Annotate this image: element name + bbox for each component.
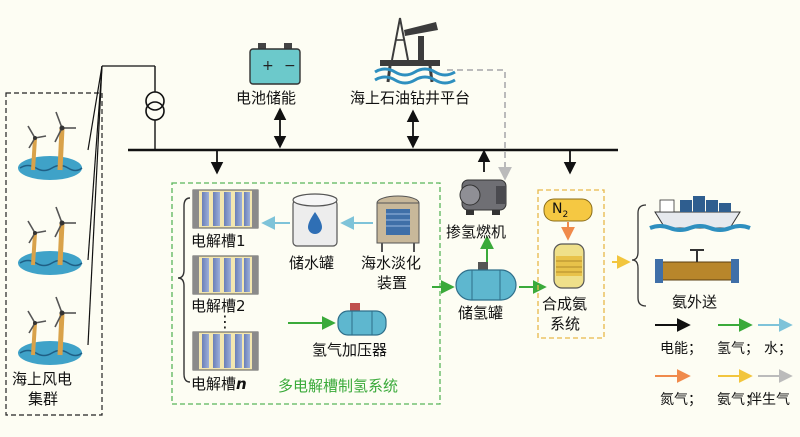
wind-feeder-lines (87, 65, 155, 346)
n2-formula-label: N2 (552, 201, 569, 220)
legend-power-label: 电能； (660, 341, 702, 357)
oil-platform-label: 海上石油钻井平台 (350, 89, 471, 107)
electrolyzer-system-label: 多电解槽制氢系统 (278, 377, 399, 395)
export-brace (631, 204, 647, 307)
electrolyzer-1-label: 电解槽1 (191, 232, 246, 250)
desalination-label-line1: 海水淡化 (361, 254, 422, 272)
water-tank-label: 储水罐 (289, 254, 335, 272)
legend-ammonia-label: 氨气； (717, 392, 759, 408)
legend-associated-gas-label: 伴生气 (748, 392, 790, 408)
hydrogen-tank-icon (455, 262, 517, 301)
electrolyzer-stack-icon (192, 255, 259, 295)
electrolyzer-stack-icon (192, 331, 259, 371)
hydrogen-fuel-engine-label: 掺氢燃机 (446, 223, 507, 241)
wind-farm-icon (18, 206, 83, 275)
battery-icon: + − (249, 43, 301, 85)
transformer-icon (145, 66, 165, 150)
ellipsis-label: ⋮ (217, 312, 233, 331)
desalination-device-icon (376, 195, 420, 252)
ammonia-synthesis-box (537, 189, 605, 339)
ammonia-system-label-line1: 合成氨 (542, 295, 588, 313)
ammonia-export-label: 氨外送 (672, 293, 718, 311)
legend-water-label: 水； (764, 341, 792, 357)
nitrogen-tank-icon (543, 198, 593, 222)
hydrogen-compressor-icon (337, 303, 387, 336)
ship-icon (649, 196, 751, 232)
legend-nitrogen-label: 氮气； (660, 392, 702, 408)
wind-cluster-label-line1: 海上风电 (12, 370, 73, 388)
svg-text:−: − (284, 58, 296, 74)
wind-farm-icon (18, 296, 83, 365)
electrolyzer-system-box (171, 182, 441, 405)
pipeline-icon (655, 249, 739, 283)
battery-label: 电池储能 (236, 89, 297, 107)
electrolyzer-n-label: 电解槽n (191, 375, 247, 393)
wind-cluster-label-line2: 集群 (28, 390, 59, 408)
electrolyzer-stack-icon (192, 189, 259, 229)
ammonia-reactor-icon (553, 243, 585, 289)
water-tank-icon (292, 193, 338, 247)
wind-cluster-box (5, 92, 103, 416)
electrolyzer-brace (177, 197, 191, 383)
desalination-label-line2: 装置 (377, 274, 408, 292)
ammonia-system-label-line2: 系统 (550, 315, 581, 333)
electrolyzer-2-label: 电解槽2 (191, 297, 246, 315)
hydrogen-compressor-label: 氢气加压器 (312, 341, 388, 359)
legend-hydrogen-label: 氢气； (717, 341, 759, 357)
associated-gas-line (447, 69, 512, 181)
oil-platform-icon (374, 17, 456, 85)
wind-farm-icon (18, 111, 83, 180)
hydrogen-fuel-engine-icon (459, 179, 507, 215)
svg-text:+: + (262, 58, 274, 74)
hydrogen-tank-label: 储氢罐 (458, 304, 504, 322)
